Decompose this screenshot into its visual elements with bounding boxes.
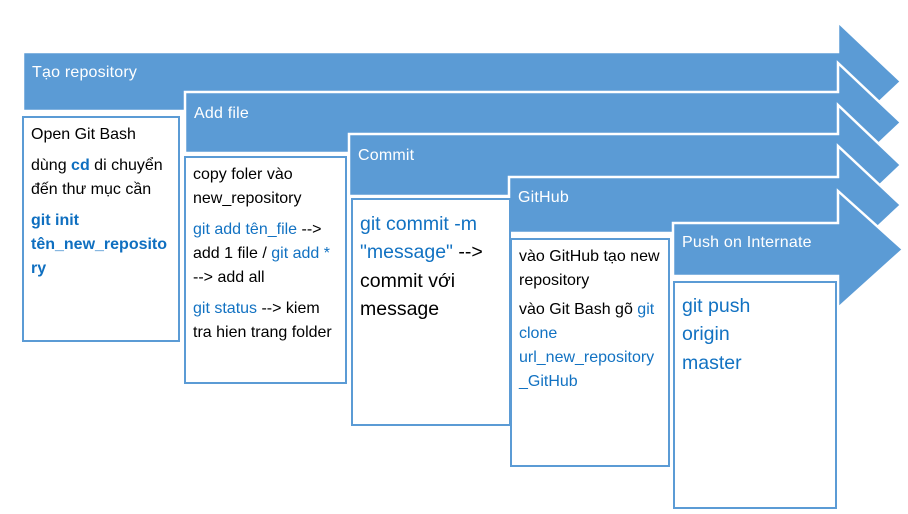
command-text: cd bbox=[71, 157, 90, 174]
command-text: git add * bbox=[271, 245, 330, 262]
box-paragraph: git commit -m "message" --> commit với m… bbox=[360, 210, 502, 323]
text-segment: vào Git Bash gõ bbox=[519, 301, 638, 318]
text-segment: Open Git Bash bbox=[31, 126, 136, 143]
step-box-commit: git commit -m "message" --> commit với m… bbox=[351, 198, 511, 426]
command-text: git add tên_file bbox=[193, 221, 298, 238]
text-segment: copy foler vào new_repository bbox=[193, 166, 302, 207]
text-segment: --> add 1 file / bbox=[193, 221, 322, 262]
box-paragraph: copy foler vào new_repository bbox=[193, 163, 338, 211]
text-segment: di chuyển đến thư mục cần bbox=[31, 157, 163, 198]
box-paragraph: git init tên_new_repository bbox=[31, 209, 171, 281]
step-box-add-file: copy foler vào new_repository git add tê… bbox=[184, 156, 347, 384]
box-paragraph: git add tên_file --> add 1 file / git ad… bbox=[193, 218, 338, 290]
box-paragraph: Open Git Bash bbox=[31, 123, 171, 147]
command-text: git status bbox=[193, 300, 258, 317]
command-text: git init tên_new_repository bbox=[31, 212, 168, 277]
step-box-tao-repository: Open Git Bash dùng cd di chuyển đến thư … bbox=[22, 116, 180, 342]
banner-label-add-file: Add file bbox=[194, 105, 249, 122]
text-segment: dùng bbox=[31, 157, 72, 174]
command-text: git clone url_new_repository_GitHub bbox=[519, 301, 655, 390]
step-box-github: vào GitHub tạo new repository vào Git Ba… bbox=[510, 238, 670, 467]
text-segment: --> commit với message bbox=[360, 241, 483, 320]
banner-label-commit: Commit bbox=[358, 147, 415, 164]
banner-label-push-on-internate: Push on Internate bbox=[682, 234, 812, 251]
command-text: git commit -m "message" bbox=[360, 213, 477, 264]
arrow-shape-push-on-internate bbox=[671, 188, 905, 311]
box-paragraph: vào GitHub tạo new repository bbox=[519, 245, 661, 293]
banner-label-tao-repository: Tạo repository bbox=[32, 64, 138, 81]
box-paragraph: vào Git Bash gõ git clone url_new_reposi… bbox=[519, 298, 661, 394]
box-paragraph: dùng cd di chuyển đến thư mục cần bbox=[31, 154, 171, 202]
text-segment: --> add all bbox=[193, 269, 265, 286]
command-text: git push origin master bbox=[682, 295, 751, 374]
banner-label-github: GitHub bbox=[518, 189, 569, 206]
box-paragraph: git push origin master bbox=[682, 292, 794, 377]
text-segment: --> kiem tra hien trang folder bbox=[193, 300, 332, 341]
box-paragraph: git status --> kiem tra hien trang folde… bbox=[193, 297, 338, 345]
step-box-push-on-internate: git push origin master bbox=[673, 281, 837, 509]
text-segment: vào GitHub tạo new repository bbox=[519, 248, 660, 289]
